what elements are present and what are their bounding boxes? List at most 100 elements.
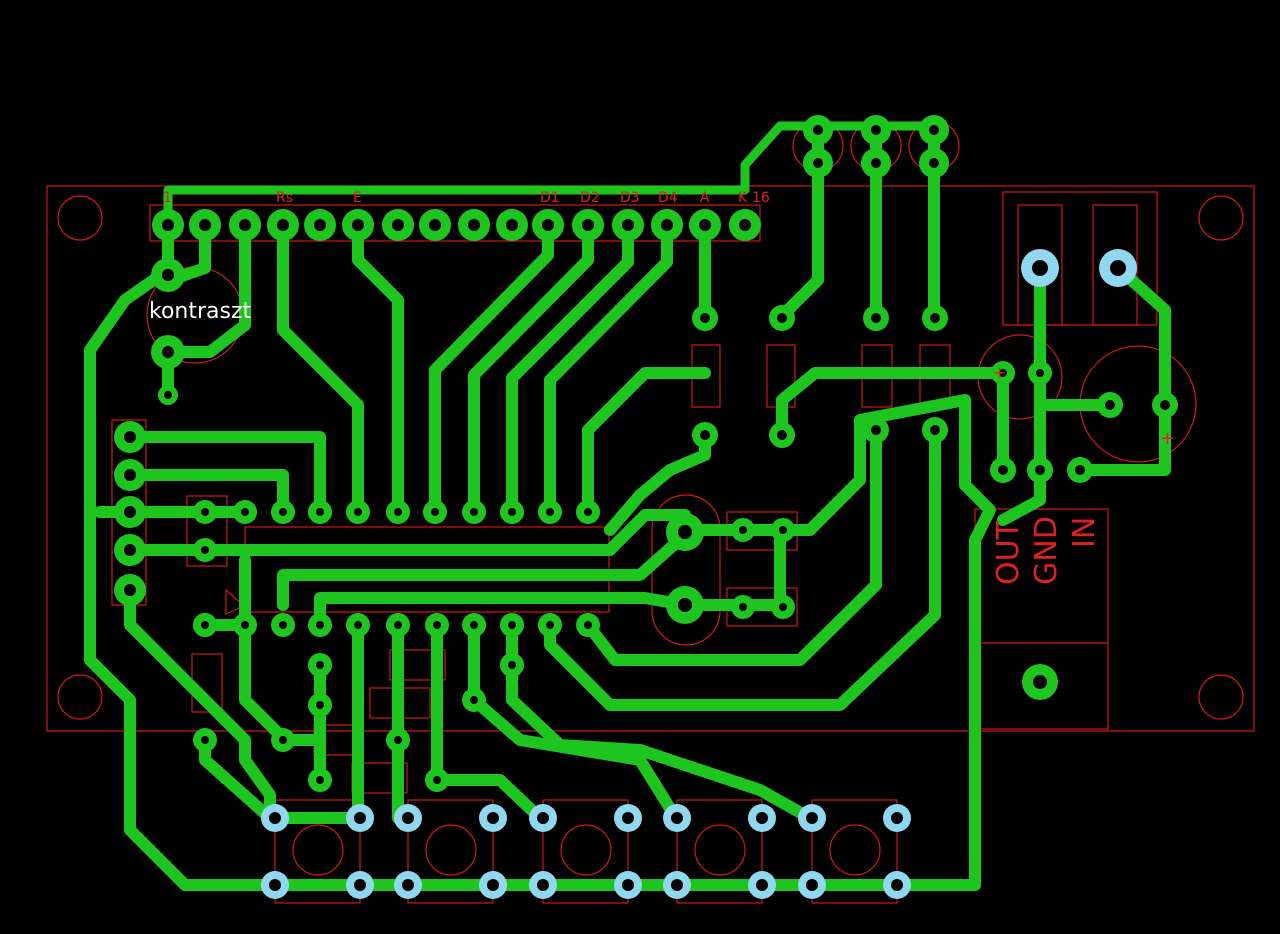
resistor-pad-hole [316,776,324,784]
mcu-pin-pad-hole [431,508,439,516]
button-pad-hole [537,879,549,891]
button-pad-hole [487,879,499,891]
mcu-pin-pad-hole [316,508,324,516]
label-lcd-d2: D2 [580,190,600,206]
lcd-header-pad-hole [162,219,174,231]
button-pad-hole [487,812,499,824]
mounting-hole-bottom-left [57,674,103,720]
lcd-header-pad-hole [239,219,251,231]
cap-pad-hole [201,546,209,554]
label-lcd-pin16: 16 [752,190,770,206]
label-lcd-a: A [700,190,710,206]
button-pad-hole [354,812,366,824]
resistor-pad-hole [316,701,324,709]
label-cap-plus-2: + [1160,428,1175,449]
button-pad-hole [269,879,281,891]
mcu-pin-pad-hole [546,508,554,516]
led-pad-hole [929,125,939,135]
mcu-pin-pad-hole [354,621,362,629]
cap-pad-hole [779,603,787,611]
reg-pad-hole [998,465,1008,475]
mcu-pin-pad-hole [508,621,516,629]
pads [114,115,1178,899]
resistor-pad-hole [930,425,940,435]
cap-pad-hole [739,603,747,611]
lcd-header-pad-hole [506,219,518,231]
button-pad-hole [269,812,281,824]
silkscreen-labels: 1 Rs E D1 D2 D3 D4 A K 16 + + OUT GND IN… [149,190,1175,585]
led-pad-hole [813,125,823,135]
resistor-pad-hole [871,425,881,435]
mcu-pin-pad-hole [394,621,402,629]
contrast-pot-pad-hole [162,269,174,281]
resistor-pad-hole [777,430,787,440]
mcu-pin-pad-hole [354,508,362,516]
resistor-pad-hole [470,696,478,704]
lcd-header-pad-hole [392,219,404,231]
contrast-pot-pad-hole [162,346,174,358]
power-pad-hole [1110,260,1126,276]
mcu-pin-pad-hole [508,508,516,516]
mcu-pin-pad-hole [584,508,592,516]
button-pad-hole [756,879,768,891]
cap-pad-hole [201,508,209,516]
mcu-pin-pad-hole [584,621,592,629]
lcd-header-pad-hole [582,219,594,231]
mcu-pin-pad-hole [241,508,249,516]
resistor-pad-hole [508,661,516,669]
button-pad-hole [622,812,634,824]
isp-pad-hole [124,469,136,481]
lcd-header-pad-hole [352,219,364,231]
lcd-header-pad-hole [314,219,326,231]
lcd-header-pad-hole [468,219,480,231]
label-lcd-k: K [738,190,748,206]
mcu-pin-pad-hole [279,621,287,629]
lcd-header-pad-hole [277,219,289,231]
reg-pad-hole [1035,465,1045,475]
isp-pad-hole [124,544,136,556]
button-pad-hole [806,879,818,891]
label-lcd-d4: D4 [658,190,678,206]
label-lcd-d3: D3 [620,190,640,206]
resistor-pad-hole [201,736,209,744]
mcu-pin-pad-hole [433,621,441,629]
lcd-header-pad-hole [739,219,751,231]
resistor-pad-hole [871,313,881,323]
mcu-pin-pad-hole [316,621,324,629]
lcd-header-pad-hole [199,219,211,231]
led-pad-hole [871,125,881,135]
mcu-pin-pad-hole [470,621,478,629]
label-lcd-rs: Rs [276,190,293,206]
lcd-header-pad-hole [622,219,634,231]
lcd-header-pad-hole [429,219,441,231]
mcu-pin-pad-hole [241,621,249,629]
lcd-header-pad-hole [661,219,673,231]
button-pad-hole [891,879,903,891]
button-pad-hole [402,879,414,891]
resistor-pad-hole [201,621,209,629]
resistor-pad-hole [700,430,710,440]
button-pad-hole [622,879,634,891]
label-lcd-pin1: 1 [163,190,172,206]
button-pad-hole [671,812,683,824]
via-pad-hole [164,391,172,399]
cap-pad-hole [739,526,747,534]
mcu-pin-pad-hole [546,621,554,629]
mounting-hole-top-left [57,195,103,241]
cap-pad-hole [779,526,787,534]
label-lcd-e: E [353,190,362,206]
crystal-pad-hole [678,525,692,539]
isp-pad-hole [124,584,136,596]
power-pad-hole [1032,260,1048,276]
button-pad-hole [891,812,903,824]
label-cap-plus-1: + [993,363,1006,382]
led-pad-hole [813,158,823,168]
reg-tab-pad-hole [1033,675,1047,689]
resistor-pad-hole [394,736,402,744]
label-lcd-d1: D1 [540,190,560,206]
reg-pad-hole [1075,465,1085,475]
label-contrast: kontraszt [149,299,252,324]
